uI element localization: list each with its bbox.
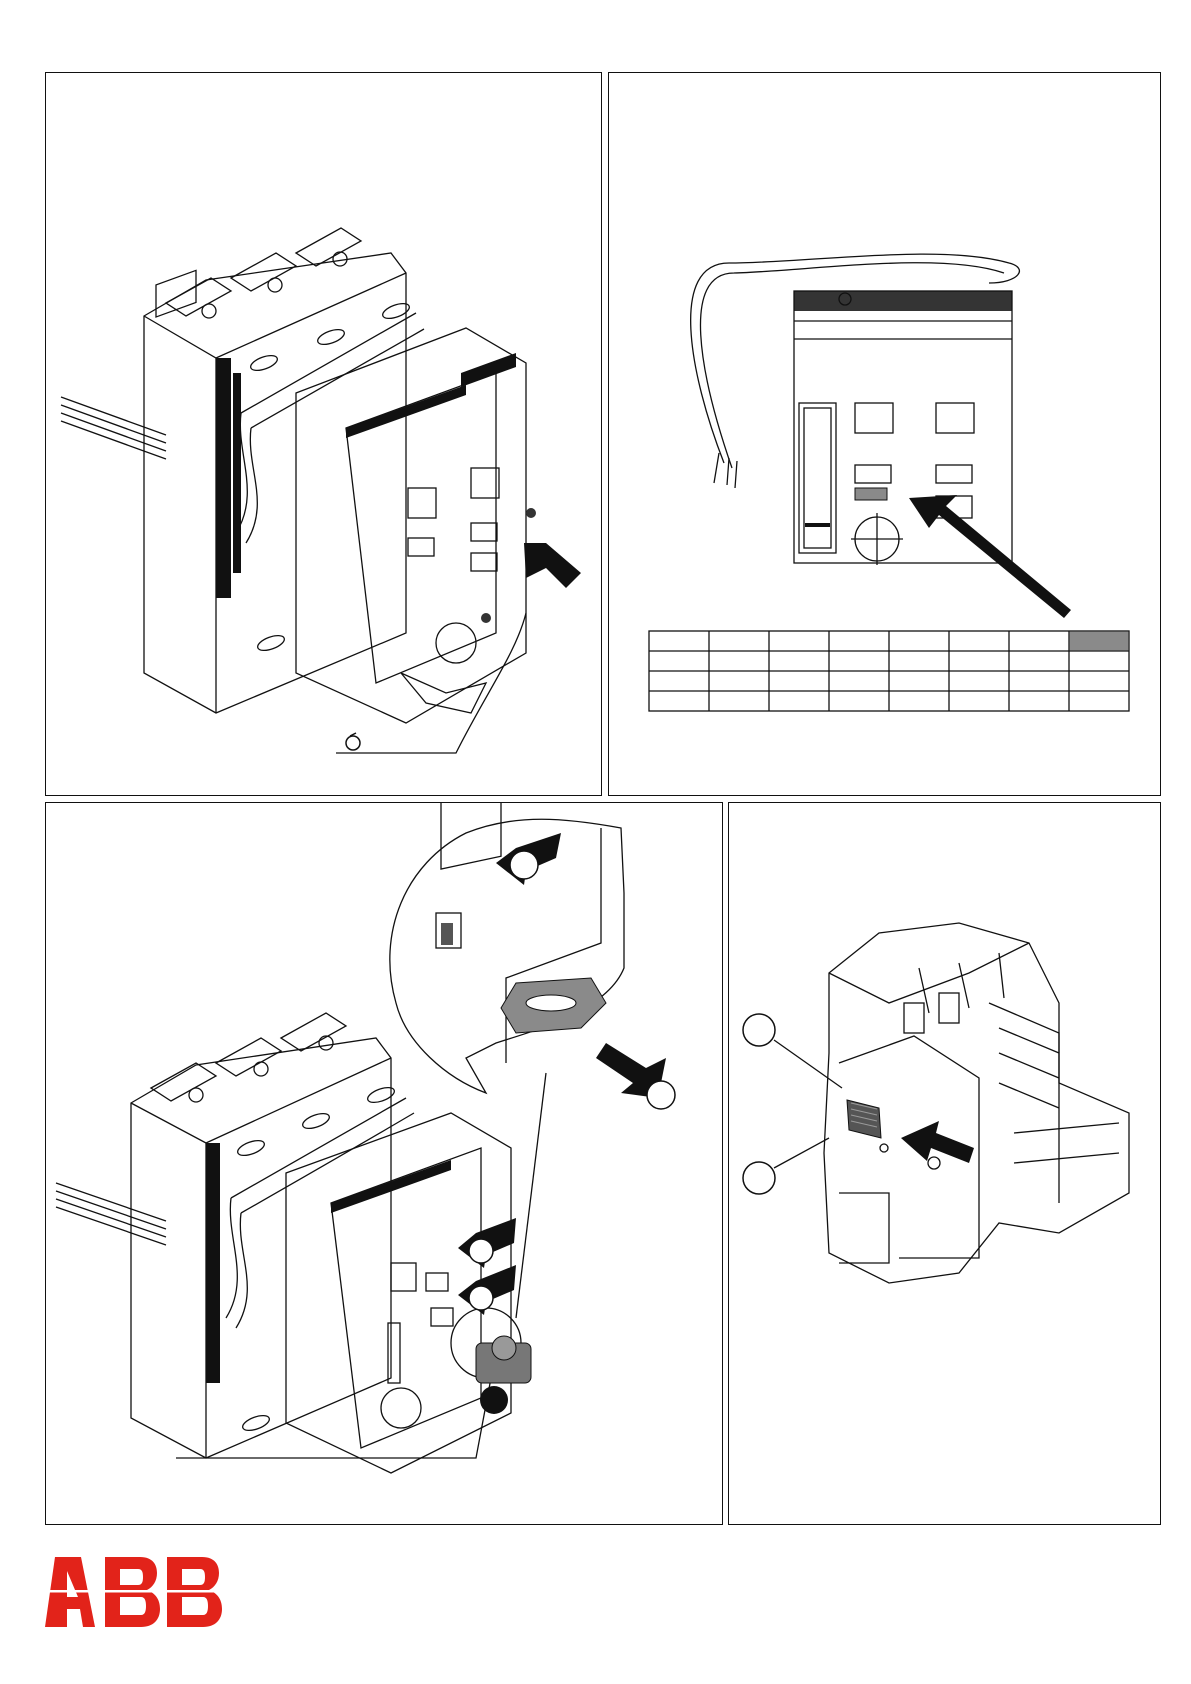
table-highlight-cell (1069, 631, 1129, 651)
panel-3 (45, 802, 723, 1525)
arrow-icon (524, 543, 581, 588)
callout-circle-icon (469, 851, 675, 1414)
fixed-part-illustration (729, 803, 1162, 1526)
panel-2 (608, 72, 1161, 796)
arrow-icon (909, 495, 1071, 618)
panel-4 (728, 802, 1161, 1525)
abb-logo-icon (45, 1557, 223, 1627)
rotate-icon (346, 733, 360, 750)
breaker-illustration-2 (46, 803, 724, 1526)
arrow-icon (901, 1121, 974, 1163)
callout-circle-icon (743, 1014, 775, 1194)
breaker-illustration-1 (46, 73, 603, 797)
panel-1 (45, 72, 602, 796)
motor-operator-illustration (609, 73, 1162, 797)
